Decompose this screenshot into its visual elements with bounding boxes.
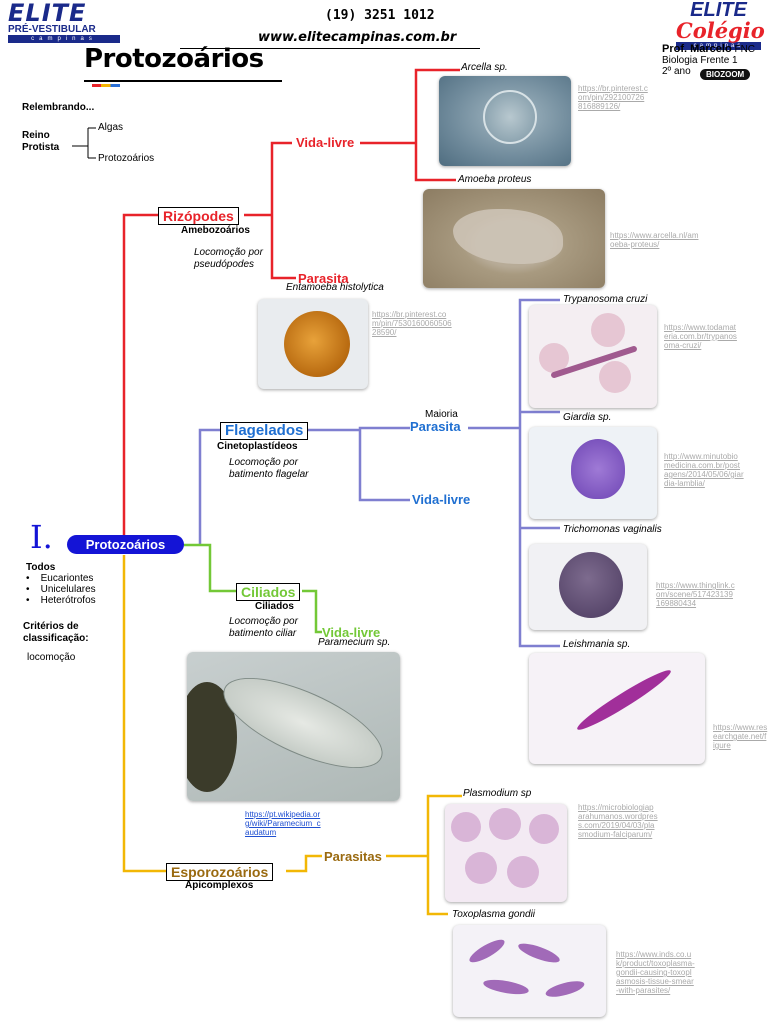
node-rizopodes: Rizópodes [158,207,239,225]
header-rule [180,48,480,49]
elite-prevestibular-logo: ELITE PRÉ-VESTIBULAR campinas [8,1,120,43]
list-item: • Unicelulares [26,584,96,595]
todos-list: • Eucariontes • Unicelulares • Heterótro… [26,573,96,606]
paramecium-cell [211,659,395,787]
flagelados-maioria: Maioria [425,409,458,420]
course-name: Biologia Frente 1 [662,55,738,66]
label-plasmodium: Plasmodium sp [463,788,532,799]
node-esporozoarios: Esporozoários [166,863,274,881]
label-paramecium: Paramecium sp. [318,637,391,648]
source-link-trypanosoma[interactable]: https://www.todamateria.com.br/trypanoso… [664,323,737,350]
arcella-shell [483,90,537,144]
source-link-toxoplasma[interactable]: https://www.inds.co.uk/product/toxoplasm… [616,950,695,995]
website-url[interactable]: www.elitecampinas.com.br [258,30,457,45]
todos-heading: Todos [26,562,56,573]
teacher-code: FNC [734,44,756,55]
esporozoarios-sub: Apicomplexos [185,880,254,891]
label-giardia: Giardia sp. [563,412,612,423]
color-accent-bar [92,84,120,87]
amoeba-body [453,209,563,264]
source-link-trichomonas[interactable]: https://www.thinglink.com/scene/51742313… [656,581,735,608]
source-link-paramecium[interactable]: https://pt.wikipedia.org/wiki/Paramecium… [245,810,321,837]
teacher-info: Prof. Marcelo FNC Biologia Frente 1 2º a… [662,43,756,78]
label-entamoeba: Entamoeba histolytica [286,282,384,293]
giardia-cell [571,439,625,499]
label-toxoplasma: Toxoplasma gondii [452,909,536,920]
label-arcella: Arcella sp. [461,62,508,73]
grade: 2º ano [662,66,691,77]
photo-paramecium [187,652,400,801]
source-link-plasmodium[interactable]: https://microbiologiaparahumanos.wordpre… [578,803,658,839]
source-link-entamoeba[interactable]: https://br.pinterest.com/pin/75301600605… [372,310,452,337]
main-node-protozoarios: Protozoários [67,535,184,554]
trichomonas-cell [559,552,623,618]
photo-trichomonas [529,544,647,630]
recap-algas: Algas [98,122,124,133]
label-trypanosoma: Trypanosoma cruzi [563,294,648,305]
recap-heading: Relembrando... [22,102,95,113]
biozoom-logo: BIOZOOM [700,69,751,80]
leishmania-parasite [573,664,675,736]
page-title: Protozoários [84,44,264,74]
photo-giardia [529,427,657,519]
ciliados-vida-livre: Vida-livre [322,625,381,640]
recap-protozoarios: Protozoários [98,153,155,164]
list-item: • Eucariontes [26,573,94,584]
photo-amoeba-proteus [423,189,605,288]
source-link-leishmania[interactable]: https://www.researchgate.net/figure [713,723,768,750]
photo-trypanosoma [529,305,657,408]
section-number: I. [30,518,53,556]
title-underline [84,80,282,82]
label-amoeba: Amoeba proteus [458,174,532,185]
node-flagelados: Flagelados [220,422,309,440]
node-ciliados: Ciliados [236,583,301,601]
entamoeba-cyst [284,311,350,377]
source-link-giardia[interactable]: http://www.minutobiomedicina.com.br/post… [664,452,744,488]
source-link-amoeba[interactable]: https://www.arcella.nl/amoeba-proteus/ [610,231,699,249]
flagelados-parasita: Parasita [410,419,461,434]
teacher-name: Prof. Marcelo [662,43,732,55]
source-link-arcella[interactable]: https://br.pinterest.com/pin/29210072681… [578,84,648,111]
flagelados-sub: Cinetoplastídeos [217,441,298,452]
flagelados-vida-livre: Vida-livre [412,492,471,507]
esporozoarios-parasitas: Parasitas [324,849,382,864]
list-item: • Heterótrofos [26,595,96,606]
criterios-value: locomoção [27,652,76,663]
photo-leishmania [529,653,705,764]
photo-arcella [439,76,571,166]
photo-entamoeba [258,299,368,389]
rizopodes-vida-livre: Vida-livre [296,135,355,150]
ciliados-sub: Ciliados [255,601,294,612]
photo-toxoplasma [453,925,606,1017]
rizopodes-sub: Amebozoários [181,225,250,236]
label-trichomonas: Trichomonas vaginalis [563,524,662,535]
label-leishmania: Leishmania sp. [563,639,631,650]
elite-colegio-logo: ELITE Colégio campinas [676,0,765,50]
rizopodes-parasita: Parasita [298,271,349,286]
phone-number: (19) 3251 1012 [325,8,435,23]
photo-plasmodium [445,804,567,902]
